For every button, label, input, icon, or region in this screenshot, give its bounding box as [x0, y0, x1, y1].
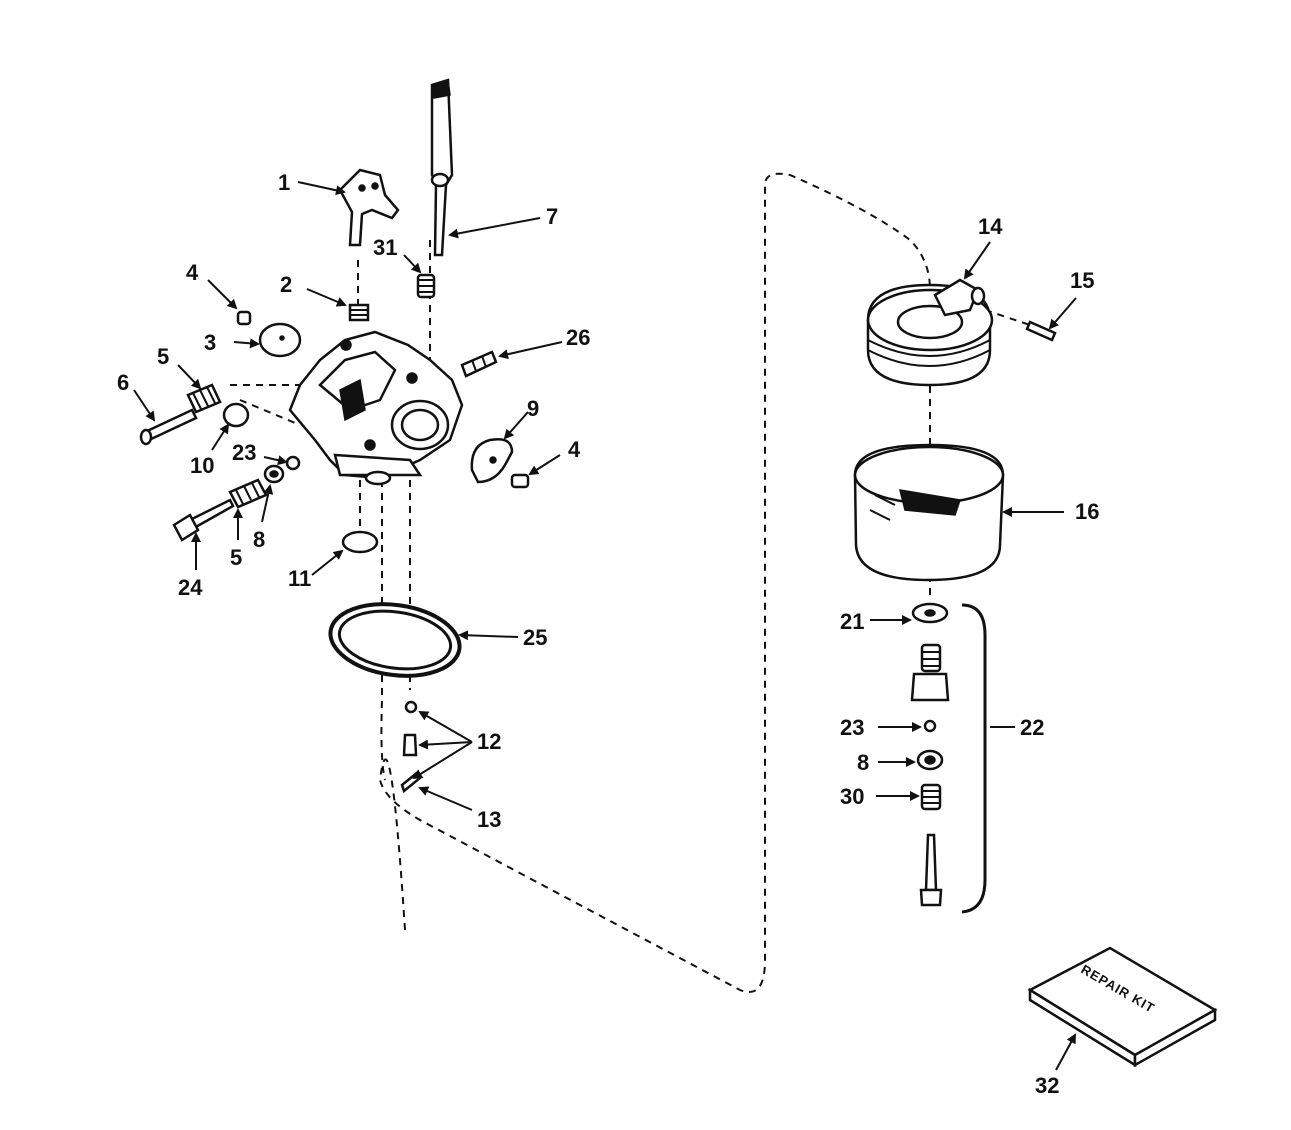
- spring-part-31: [416, 273, 436, 299]
- callout-15: 15: [1070, 268, 1094, 293]
- callout-23-left: 23: [232, 440, 256, 465]
- callout-9: 9: [527, 396, 539, 421]
- callout-14: 14: [978, 214, 1003, 239]
- hinge-pin-part-15: [1025, 320, 1057, 342]
- callout-8-left: 8: [253, 527, 265, 552]
- choke-bracket-part: [338, 168, 400, 247]
- callout-labels: 1 2 3 4 4 5 5 6 7 8 8 9 10 11 12 13 14 1…: [117, 170, 1099, 1098]
- screw-part-6: [139, 408, 198, 446]
- callout-3: 3: [204, 330, 216, 355]
- callout-25: 25: [523, 625, 547, 650]
- spring-part-5-lower: [228, 478, 268, 509]
- washer-part-21: [911, 602, 949, 624]
- callout-1: 1: [278, 170, 290, 195]
- adjusting-needle-part: [919, 833, 943, 907]
- callout-11: 11: [288, 566, 311, 591]
- callout-6: 6: [117, 370, 129, 395]
- callout-30: 30: [840, 784, 864, 809]
- callout-16: 16: [1075, 499, 1099, 524]
- callout-32: 32: [1035, 1073, 1059, 1098]
- callout-23-right: 23: [840, 715, 864, 740]
- callout-31: 31: [373, 235, 397, 260]
- repair-kit-part-32: REPAIR KIT: [1027, 946, 1218, 1068]
- callout-21: 21: [840, 609, 864, 634]
- callout-5-lower: 5: [230, 545, 242, 570]
- plug-part-4-right: [510, 473, 530, 489]
- washer-part-23-left: [285, 455, 301, 471]
- callout-12: 12: [477, 729, 501, 754]
- disc-part-10: [222, 402, 250, 428]
- disc-part-3: [258, 322, 302, 358]
- callout-13: 13: [477, 807, 501, 832]
- callout-26: 26: [566, 325, 590, 350]
- callout-22: 22: [1020, 715, 1044, 740]
- bowl-nut-part: [910, 643, 950, 702]
- gasket-ring-part-25: [328, 602, 462, 678]
- callout-4-upper: 4: [186, 260, 199, 285]
- callout-7: 7: [546, 204, 558, 229]
- throttle-plate-part-9: [470, 438, 514, 484]
- callout-4-lower: 4: [568, 437, 581, 462]
- disc-part-11: [341, 530, 379, 554]
- plug-part-4-left: [236, 310, 252, 326]
- callout-8-right: 8: [857, 750, 869, 775]
- bracket-part-22-group: [961, 603, 987, 914]
- fuel-nipple-part-26: [460, 350, 498, 378]
- seal-part-8-left: [263, 464, 285, 484]
- screw-part-2: [348, 303, 370, 322]
- float-hinge-part-14: [933, 278, 986, 317]
- carburetor-body: [288, 330, 464, 486]
- inlet-needle-parts-12: [402, 700, 418, 757]
- throttle-lever-part: [430, 78, 454, 257]
- seal-part-8-right: [916, 749, 944, 771]
- callout-24: 24: [178, 575, 203, 600]
- leader-arrows: [133, 181, 1077, 1071]
- spring-part-30: [920, 783, 942, 811]
- callout-10: 10: [190, 453, 214, 478]
- needle-valve-part-24: [172, 498, 235, 542]
- callout-5-upper: 5: [157, 344, 169, 369]
- washer-part-23-right: [923, 719, 937, 733]
- callout-2: 2: [280, 272, 292, 297]
- float-bowl-part-16: [853, 443, 1005, 582]
- spring-part-5-upper: [186, 383, 222, 414]
